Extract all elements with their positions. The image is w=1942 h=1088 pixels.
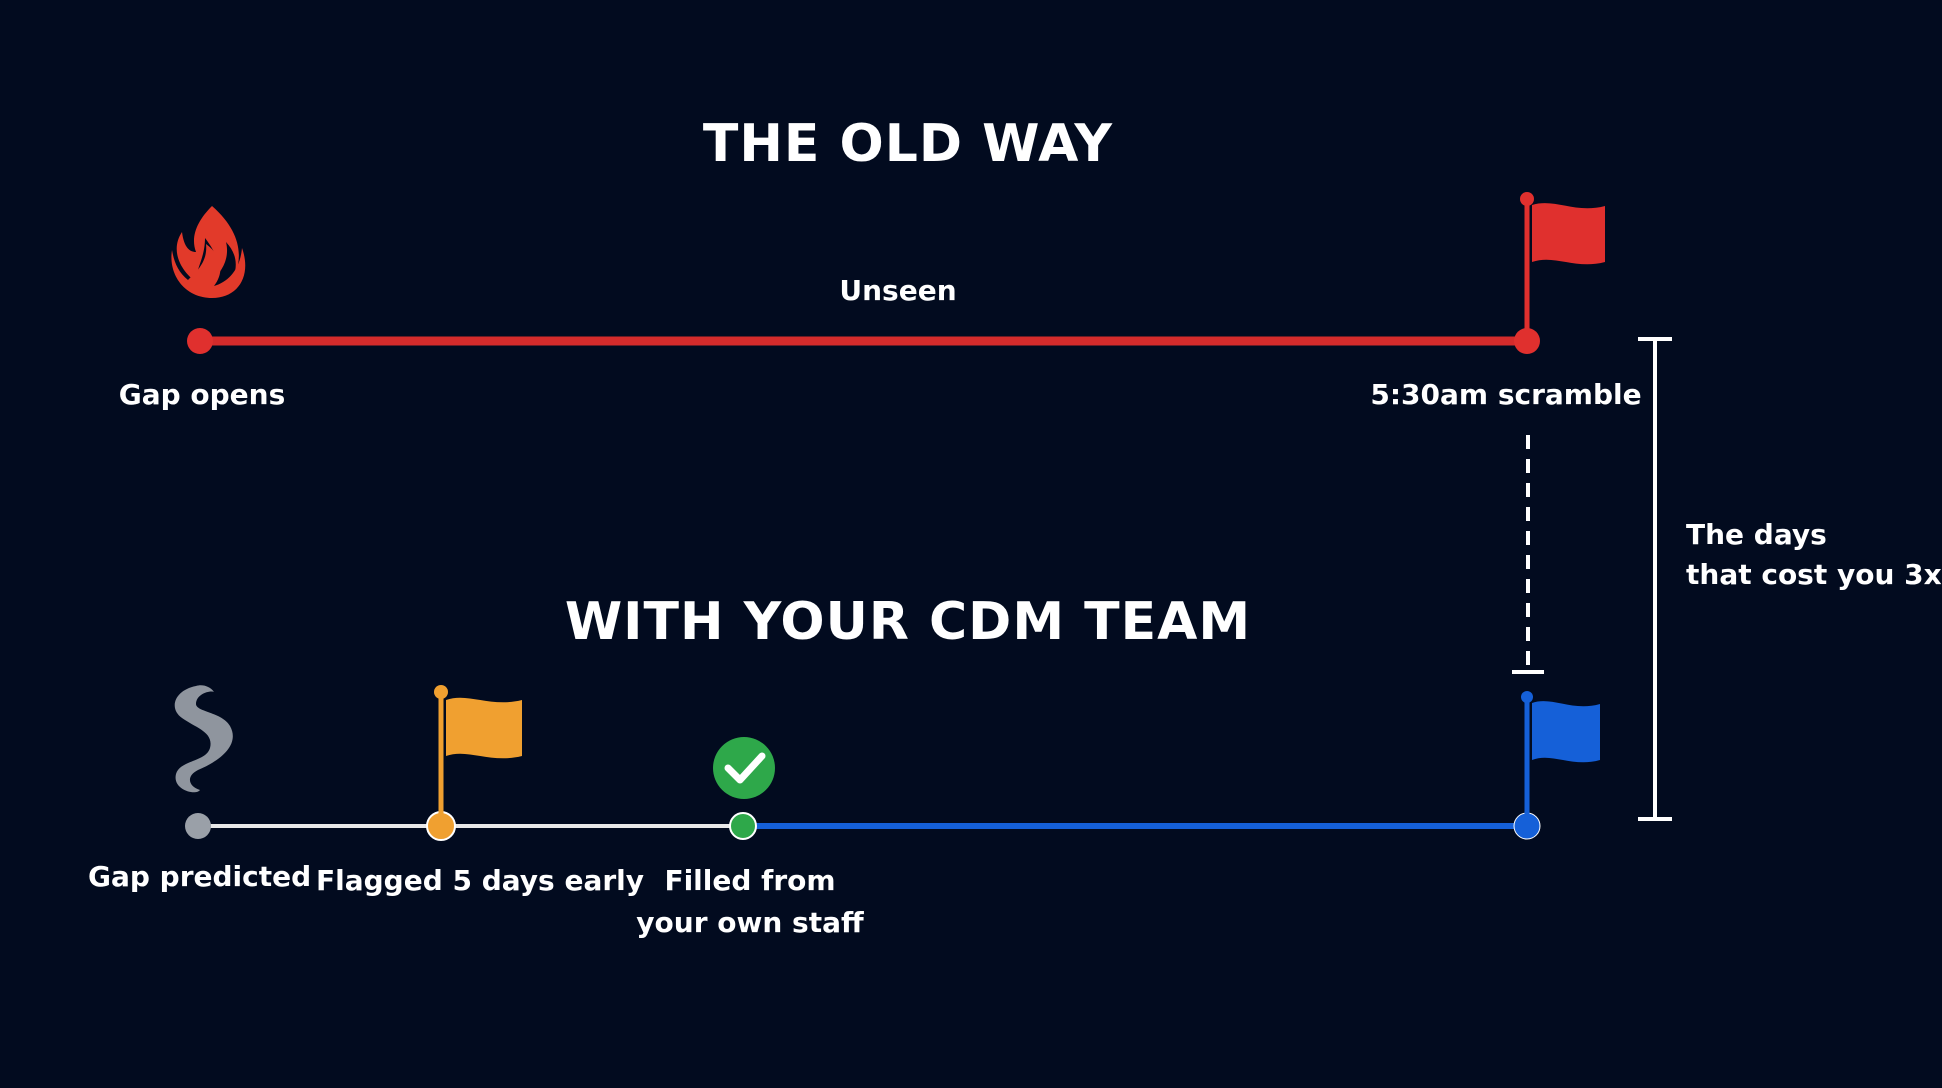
fire-icon xyxy=(171,206,246,298)
bracket-label-line1: The days xyxy=(1686,518,1827,551)
old-way-start-node xyxy=(187,328,213,354)
filled-from-label-line1: Filled from xyxy=(664,864,836,897)
gap-opens-label: Gap opens xyxy=(118,378,286,411)
cdm-node-predicted xyxy=(185,813,211,839)
flagged-early-label: Flagged 5 days early xyxy=(316,864,645,897)
old-way-title: THE OLD WAY xyxy=(702,114,1114,174)
bracket-label-line2: that cost you 3x xyxy=(1686,558,1942,591)
red-flag-icon xyxy=(1520,192,1605,330)
cdm-node-filled xyxy=(729,812,757,840)
gap-predicted-label: Gap predicted xyxy=(88,860,312,893)
check-circle-icon xyxy=(713,737,775,799)
old-way-end-node xyxy=(1514,328,1540,354)
orange-flag-icon xyxy=(434,685,522,814)
scramble-label: 5:30am scramble xyxy=(1370,378,1642,411)
filled-from-label-line2: your own staff xyxy=(636,906,864,939)
smoke-icon xyxy=(174,685,233,793)
days-bracket xyxy=(1638,337,1672,821)
cdm-node-flagged xyxy=(426,811,456,841)
cdm-node-end xyxy=(1513,812,1541,840)
blue-flag-icon xyxy=(1521,691,1600,815)
cdm-team-title: WITH YOUR CDM TEAM xyxy=(564,592,1252,652)
unseen-label: Unseen xyxy=(839,274,957,307)
